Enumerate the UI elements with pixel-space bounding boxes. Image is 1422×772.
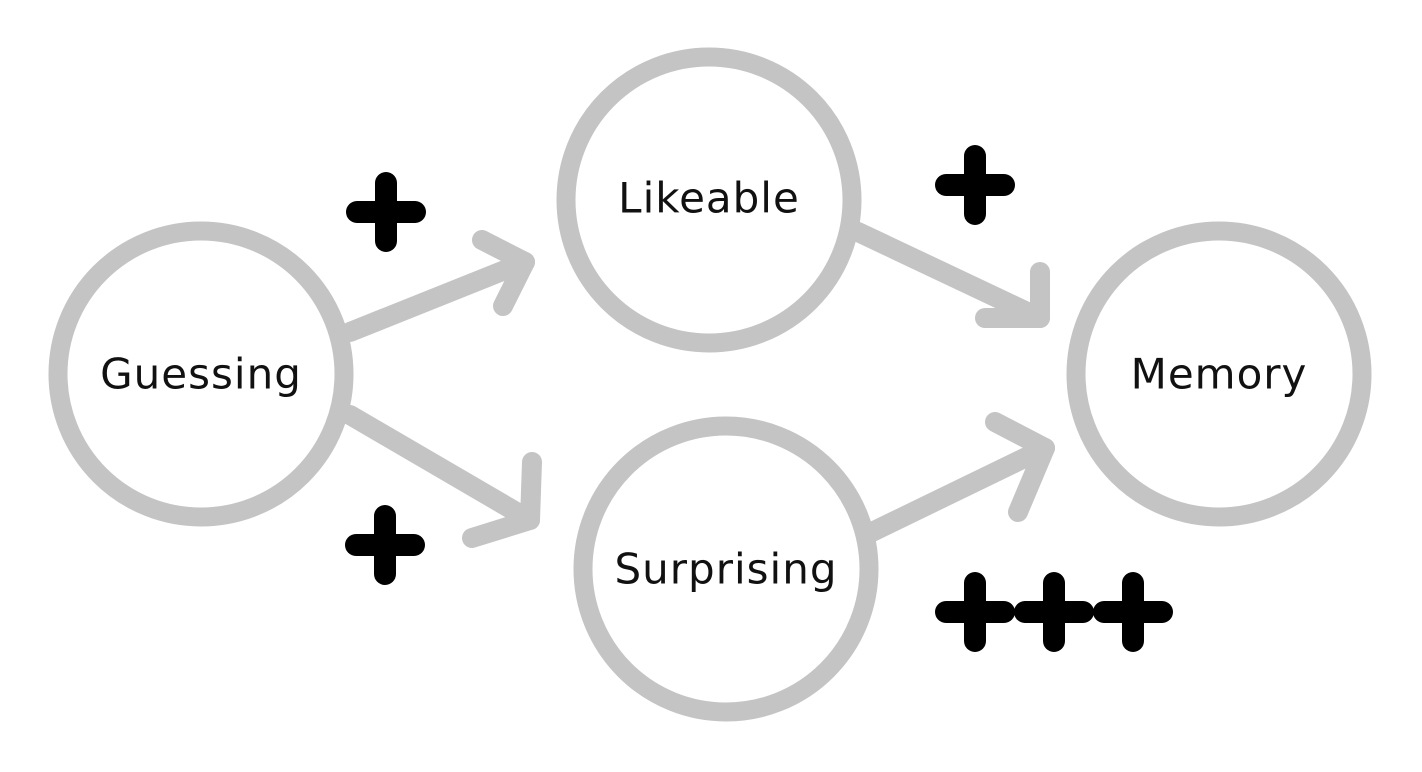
node-guessing-label: Guessing — [100, 350, 302, 399]
plus-icon-likeable-memory — [935, 145, 1015, 225]
node-memory-label: Memory — [1131, 350, 1308, 399]
node-likeable: Likeable — [556, 47, 862, 353]
arrow-guessing-to-surprising — [340, 405, 542, 548]
triple-plus-icon-surprising-memory — [935, 572, 1173, 652]
arrow-surprising-to-memory — [860, 412, 1055, 543]
node-guessing: Guessing — [48, 221, 354, 527]
node-surprising-label: Surprising — [615, 545, 838, 594]
node-likeable-label: Likeable — [618, 174, 800, 223]
node-surprising: Surprising — [573, 416, 879, 722]
plus-icon-guessing-surprising — [345, 505, 425, 585]
arrow-guessing-to-likeable — [340, 230, 535, 342]
node-memory: Memory — [1066, 221, 1372, 527]
arrow-likeable-to-memory — [848, 222, 1050, 328]
plus-icon-guessing-likeable — [346, 172, 426, 252]
